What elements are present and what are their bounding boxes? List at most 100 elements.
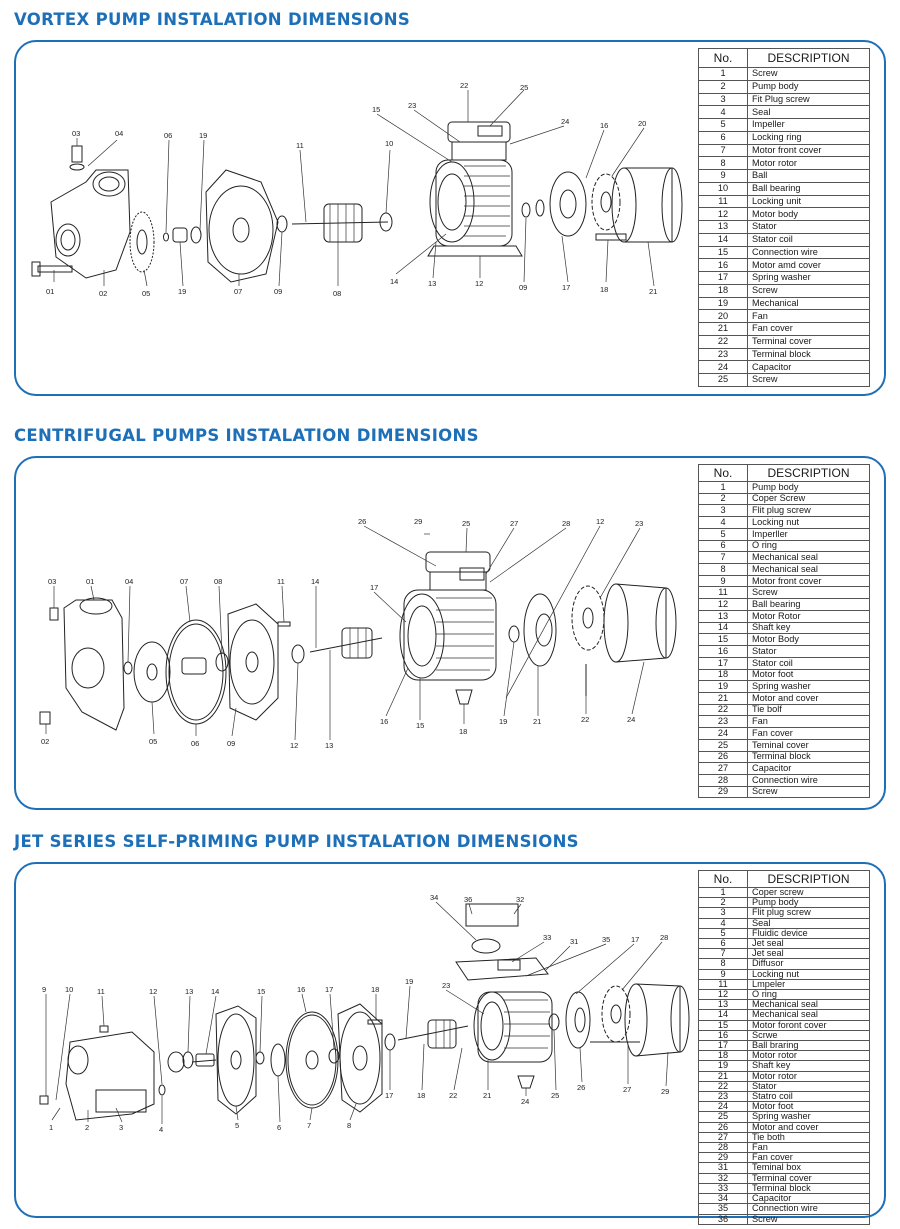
- part-number: 16: [698, 1029, 748, 1042]
- part-screw-18: [367, 1019, 383, 1025]
- callout-14: 14: [311, 577, 319, 586]
- part-ball-rear: [535, 199, 545, 217]
- part-description: Capacitor: [747, 762, 870, 775]
- part-number: 26: [698, 750, 748, 764]
- part-number: 6: [698, 130, 748, 145]
- panel-centrifugal: 03 01 04 07 08 11 14 02 05 06 09 12 13 2…: [14, 456, 886, 810]
- part-description: Ball bearing: [747, 181, 870, 196]
- callout-01: 01: [46, 287, 54, 296]
- part-description: Coper Screw: [747, 492, 870, 506]
- part-description: Mechanical seal: [747, 999, 870, 1011]
- callout-12: 12: [475, 279, 483, 288]
- part-number: 17: [698, 271, 748, 285]
- part-number: 12: [698, 598, 748, 611]
- part-number: 15: [698, 1019, 748, 1031]
- part-description: Motor rotor: [747, 1050, 870, 1062]
- part-number: 1: [698, 886, 748, 899]
- callout-24: 24: [561, 117, 569, 126]
- part-description: Fan: [747, 1142, 870, 1154]
- callout-19b: 19: [178, 287, 186, 296]
- part-fan-cover: [611, 167, 683, 243]
- part-description: Fit Plug screw: [747, 92, 870, 107]
- callout-8: 8: [347, 1121, 351, 1130]
- part-description: Ball braring: [747, 1040, 870, 1052]
- part-description: O ring: [747, 989, 870, 1001]
- part-spring-washer: [548, 1013, 560, 1031]
- part-number: 8: [698, 156, 748, 170]
- callout-23: 23: [408, 101, 416, 110]
- part-number: 20: [698, 309, 748, 323]
- part-motor-rotor: [309, 627, 383, 659]
- part-description: Motor body: [747, 207, 870, 221]
- part-fan: [601, 985, 631, 1043]
- part-number: 17: [698, 656, 748, 670]
- callout-13: 13: [185, 987, 193, 996]
- part-number: 4: [698, 516, 748, 529]
- part-description: Stator: [747, 220, 870, 234]
- part-description: Lmpeler: [747, 978, 870, 991]
- part-description: Stator coil: [747, 232, 870, 247]
- part-description: Motor foot: [747, 668, 870, 682]
- callout-27: 27: [623, 1085, 631, 1094]
- callout-25: 25: [551, 1091, 559, 1100]
- callout-13: 13: [325, 741, 333, 750]
- part-description: Motor front cover: [747, 574, 870, 588]
- callout-26: 26: [358, 517, 366, 526]
- part-number: 18: [698, 1050, 748, 1062]
- part-motor-body: [427, 159, 523, 257]
- part-number: 7: [698, 551, 748, 565]
- callout-05: 05: [149, 737, 157, 746]
- part-number: 25: [698, 1111, 748, 1123]
- callout-2: 2: [85, 1123, 89, 1132]
- part-number: 12: [698, 207, 748, 221]
- part-number: 21: [698, 322, 748, 336]
- part-number: 5: [698, 118, 748, 132]
- part-number: 1: [698, 67, 748, 81]
- part-tie-screw: [595, 233, 627, 241]
- part-description: Coper screw: [747, 886, 870, 899]
- part-description: Flit plug screw: [747, 907, 870, 919]
- callout-21: 21: [483, 1091, 491, 1100]
- part-description: Seal: [747, 917, 870, 929]
- part-description: Mechanical seal: [747, 1009, 870, 1021]
- part-motor-rotor: [291, 203, 389, 243]
- part-description: Screw: [747, 1213, 870, 1225]
- part-motor-foot: [455, 689, 473, 705]
- part-number: 3: [698, 504, 748, 518]
- callout-19: 19: [499, 717, 507, 726]
- part-number: 34: [698, 1193, 748, 1205]
- part-number: 4: [698, 105, 748, 119]
- part-terminal-cover: [447, 121, 511, 161]
- part-description: Screw: [747, 283, 870, 298]
- part-description: Motor rotor: [747, 156, 870, 170]
- part-motor-foot: [517, 1075, 535, 1089]
- part-number: 8: [698, 958, 748, 970]
- exploded-diagram-jet: 9 10 11 12 13 14 15 16 17 18 19 1 2 3 4 …: [39, 893, 690, 1134]
- part-number: 11: [698, 194, 748, 209]
- callout-06: 06: [164, 131, 172, 140]
- part-number: 24: [698, 360, 748, 374]
- callout-16: 16: [600, 121, 608, 130]
- part-locking-ring: [163, 232, 169, 242]
